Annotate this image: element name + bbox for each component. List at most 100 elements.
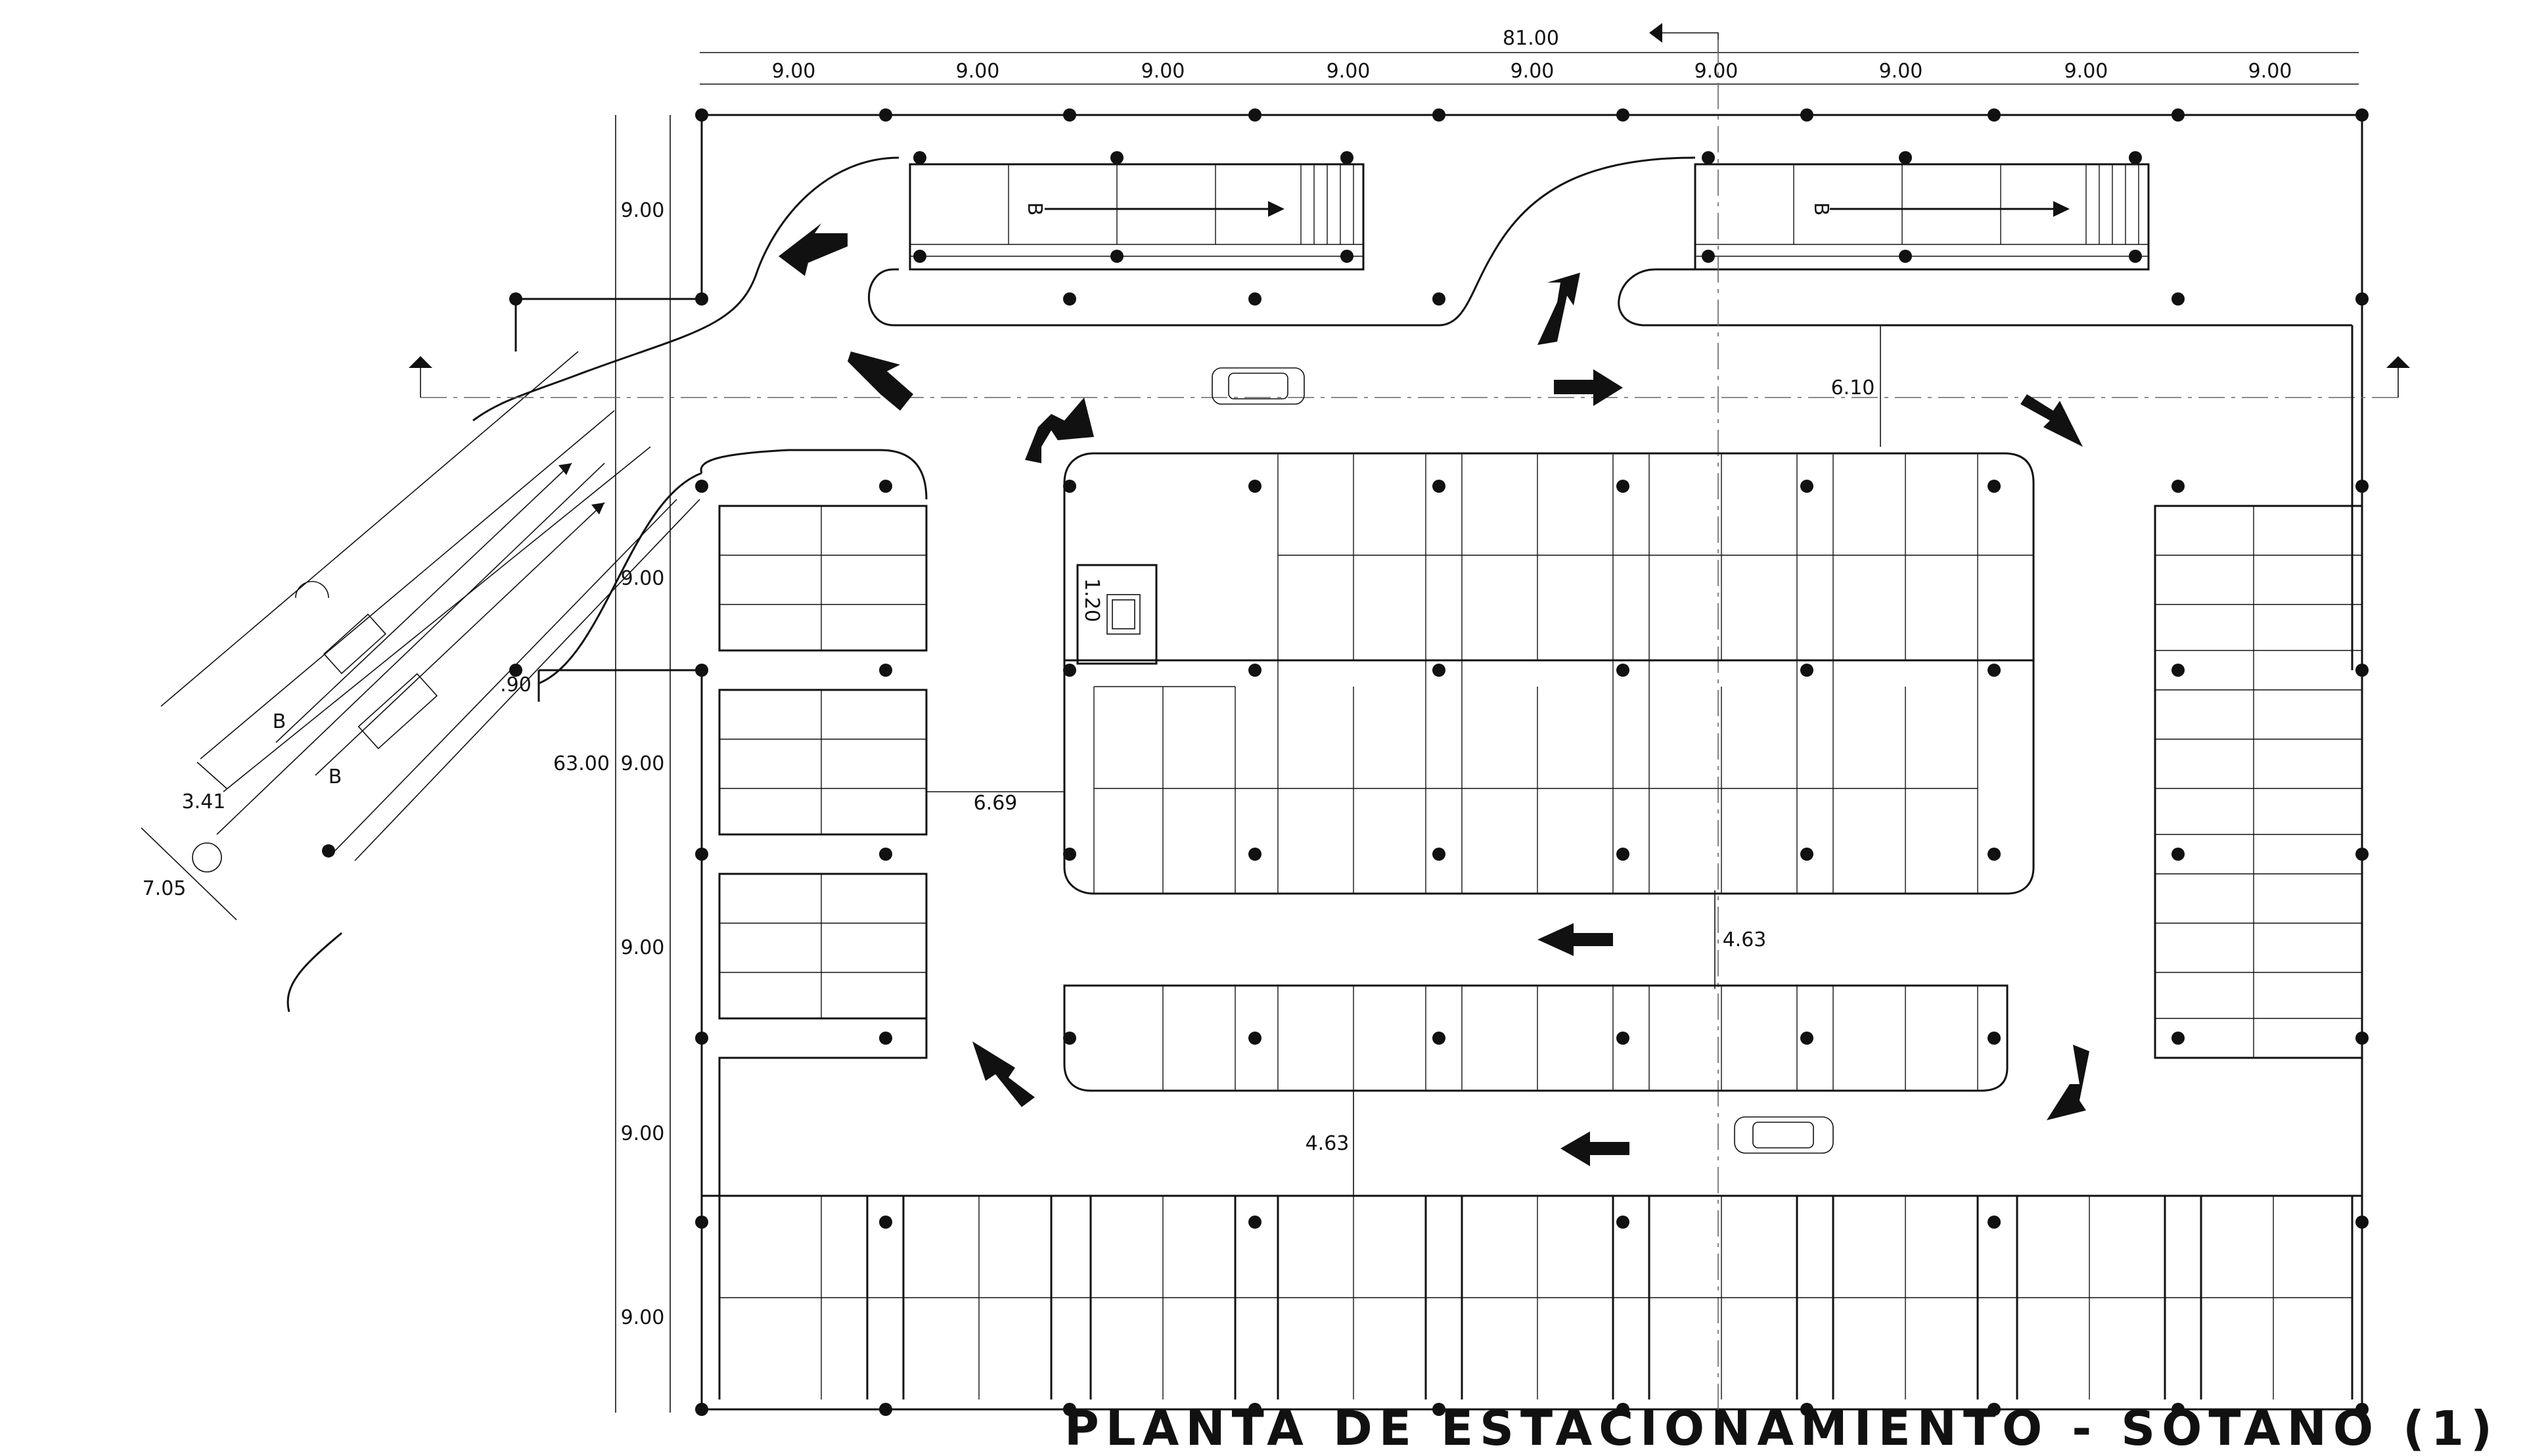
bay-y-label: 9.00 [621,199,665,222]
column-marker [695,108,708,122]
column-marker [1248,108,1262,122]
flow-arrow-icon [1560,1131,1629,1166]
car-icon [1212,367,1305,405]
column-marker [695,664,708,677]
flow-arrow-icon [972,1041,1035,1107]
column-marker [1340,151,1353,164]
column-marker [879,1216,892,1229]
aisle-dimensions: 6.10 6.69 4.63 4.63 [926,325,1881,1196]
entrance-curve [286,156,928,1012]
column-marker [879,1032,892,1045]
accessibility-icon [295,581,329,599]
column-marker [695,292,708,306]
aisle-bottom-label: 4.63 [1306,1132,1350,1155]
column-marker [1432,292,1445,306]
column-marker [695,1403,708,1416]
outer-walls [514,114,2363,1411]
column-marker [1432,480,1445,493]
bay-dimensions-x: 9.00 9.00 9.00 9.00 9.00 9.00 9.00 9.00 … [772,60,2292,83]
column-marker [1063,292,1076,306]
column-marker [1702,151,1715,164]
column-marker [1616,480,1629,493]
parking-block-left [702,505,928,1197]
bay-y-label: 9.00 [621,936,665,959]
overall-width-dimension: 81.00 [700,27,2359,85]
column-marker [1800,664,1813,677]
column-marker [1702,250,1715,263]
column-marker [695,848,708,861]
central-island: 1.20 [1063,452,2035,895]
flow-arrow-icon [1537,273,1580,345]
bay-y-label: 9.00 [621,1122,665,1145]
column-marker [695,1032,708,1045]
bay-x-label: 9.00 [1694,60,1739,83]
column-marker [1110,250,1124,263]
column-marker [1248,1216,1262,1229]
column-marker [1432,664,1445,677]
column-marker [2171,664,2185,677]
ramp-width-label: 3.41 [182,790,226,813]
column-marker [509,292,522,306]
ramp-offset-label: 7.05 [143,877,187,900]
elevator-icon [1106,594,1141,635]
column-marker [1899,151,1912,164]
aisle-left-label: 6.69 [974,792,1018,815]
ramp-small-label: .90 [500,673,532,696]
column-marker [1063,1403,1076,1416]
parking-floor-plan: 81.00 9.00 9.00 9.00 9.00 9.00 9.00 9.00… [141,23,2410,1419]
section-marker-top [1649,23,1719,53]
column-marker [1899,250,1912,263]
column-marker [879,664,892,677]
column-marker [1800,108,1813,122]
column-marker [2355,480,2369,493]
parking-row-middle [1063,984,2009,1092]
bay-x-label: 9.00 [2064,60,2108,83]
aisle-mid-label: 4.63 [1723,928,1767,951]
column-marker [1110,151,1124,164]
section-line [409,39,2410,1419]
overall-width-label: 81.00 [1503,27,1559,50]
bay-x-label: 9.00 [1879,60,1923,83]
aisle-top-label: 6.10 [1831,376,1875,399]
column-marker [1988,108,2001,122]
column-marker [2355,292,2369,306]
column-marker [1248,1032,1262,1045]
bay-x-label: 9.00 [1141,60,1185,83]
bay-dimensions-y: 9.00 9.00 9.00 9.00 9.00 9.00 63.00 [553,115,671,1413]
column-marker [1248,664,1262,677]
column-marker [1800,1032,1813,1045]
column-marker [2355,1403,2369,1416]
column-marker [695,480,708,493]
column-marker [1063,848,1076,861]
stair-core [1076,564,1158,665]
column-marker [913,250,926,263]
column-marker [879,480,892,493]
column-marker [2355,1216,2369,1229]
car-window [1752,1122,1814,1149]
ramp-b-label: B [1023,202,1046,216]
column-marker [2129,250,2142,263]
column-marker [1616,1216,1629,1229]
column-marker [322,844,335,857]
vehicles [1212,367,1834,1154]
column-marker [879,848,892,861]
structural-columns [322,108,2369,1416]
car-icon [357,673,438,750]
column-marker [1063,664,1076,677]
ramp: 3.41 7.05 .90 B B [141,351,700,921]
column-marker [1432,1032,1445,1045]
flow-arrow-icon [2020,394,2083,447]
flow-arrow-icon [1025,398,1094,463]
column-marker [879,108,892,122]
column-marker [2129,151,2142,164]
column-marker [2355,108,2369,122]
column-marker [1800,1403,1813,1416]
column-marker [1616,664,1629,677]
flow-arrow-icon [1537,923,1613,956]
column-marker [695,1216,708,1229]
column-marker [2171,848,2185,861]
column-marker [2171,1032,2185,1045]
parking-block-right [2154,325,2362,1059]
column-marker [1988,848,2001,861]
column-marker [1340,250,1353,263]
